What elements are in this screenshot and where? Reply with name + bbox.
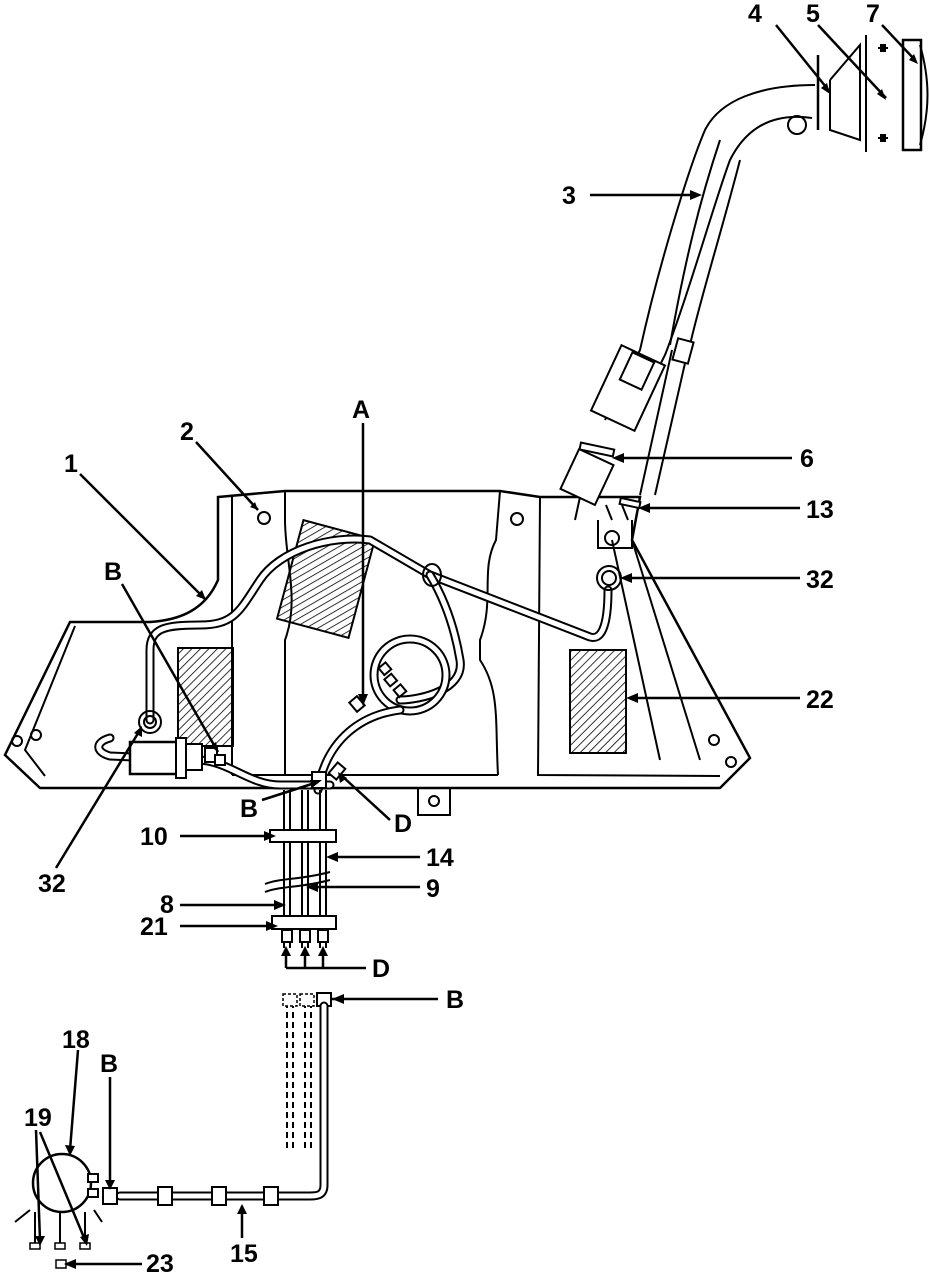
filler-neck [559, 35, 929, 521]
callout-18: 18 [62, 1026, 90, 1054]
foam-pad-22 [569, 649, 627, 754]
callout-B-left: B [104, 558, 122, 586]
leader-lines [34, 24, 916, 1266]
callout-19: 19 [24, 1104, 52, 1132]
callout-22: 22 [806, 686, 834, 714]
fuel-filter [128, 737, 226, 779]
callout-5: 5 [806, 0, 820, 28]
callout-B-right: B [446, 986, 464, 1014]
fuel-tank [3, 489, 752, 816]
callout-4: 4 [748, 0, 762, 28]
callout-2: 2 [180, 418, 194, 446]
callout-21: 21 [140, 913, 168, 941]
callout-B-pump: B [100, 1050, 118, 1078]
fuel-pump [14, 1152, 103, 1269]
callout-A: A [352, 396, 370, 424]
callout-labels: 1 2 3 4 5 7 6 13 32 22 A B 32 B D 10 14 … [24, 0, 880, 1273]
callout-7: 7 [866, 0, 880, 28]
callout-1: 1 [64, 450, 78, 478]
callout-14: 14 [426, 844, 454, 872]
callout-15: 15 [230, 1240, 258, 1268]
callout-6: 6 [800, 445, 814, 473]
callout-32-left: 32 [38, 870, 66, 898]
callout-3: 3 [562, 182, 576, 210]
callout-8: 8 [160, 891, 174, 919]
callout-B-mid: B [240, 795, 258, 823]
callout-9: 9 [426, 875, 440, 903]
callout-32-right: 32 [806, 566, 834, 594]
callout-D-bottom: D [372, 955, 390, 983]
callout-13: 13 [806, 496, 834, 524]
callout-23: 23 [146, 1250, 174, 1273]
callout-D-mid: D [394, 810, 412, 838]
fuel-supply-line [102, 992, 332, 1206]
callout-10: 10 [140, 823, 168, 851]
arrowheads [35, 54, 918, 1269]
